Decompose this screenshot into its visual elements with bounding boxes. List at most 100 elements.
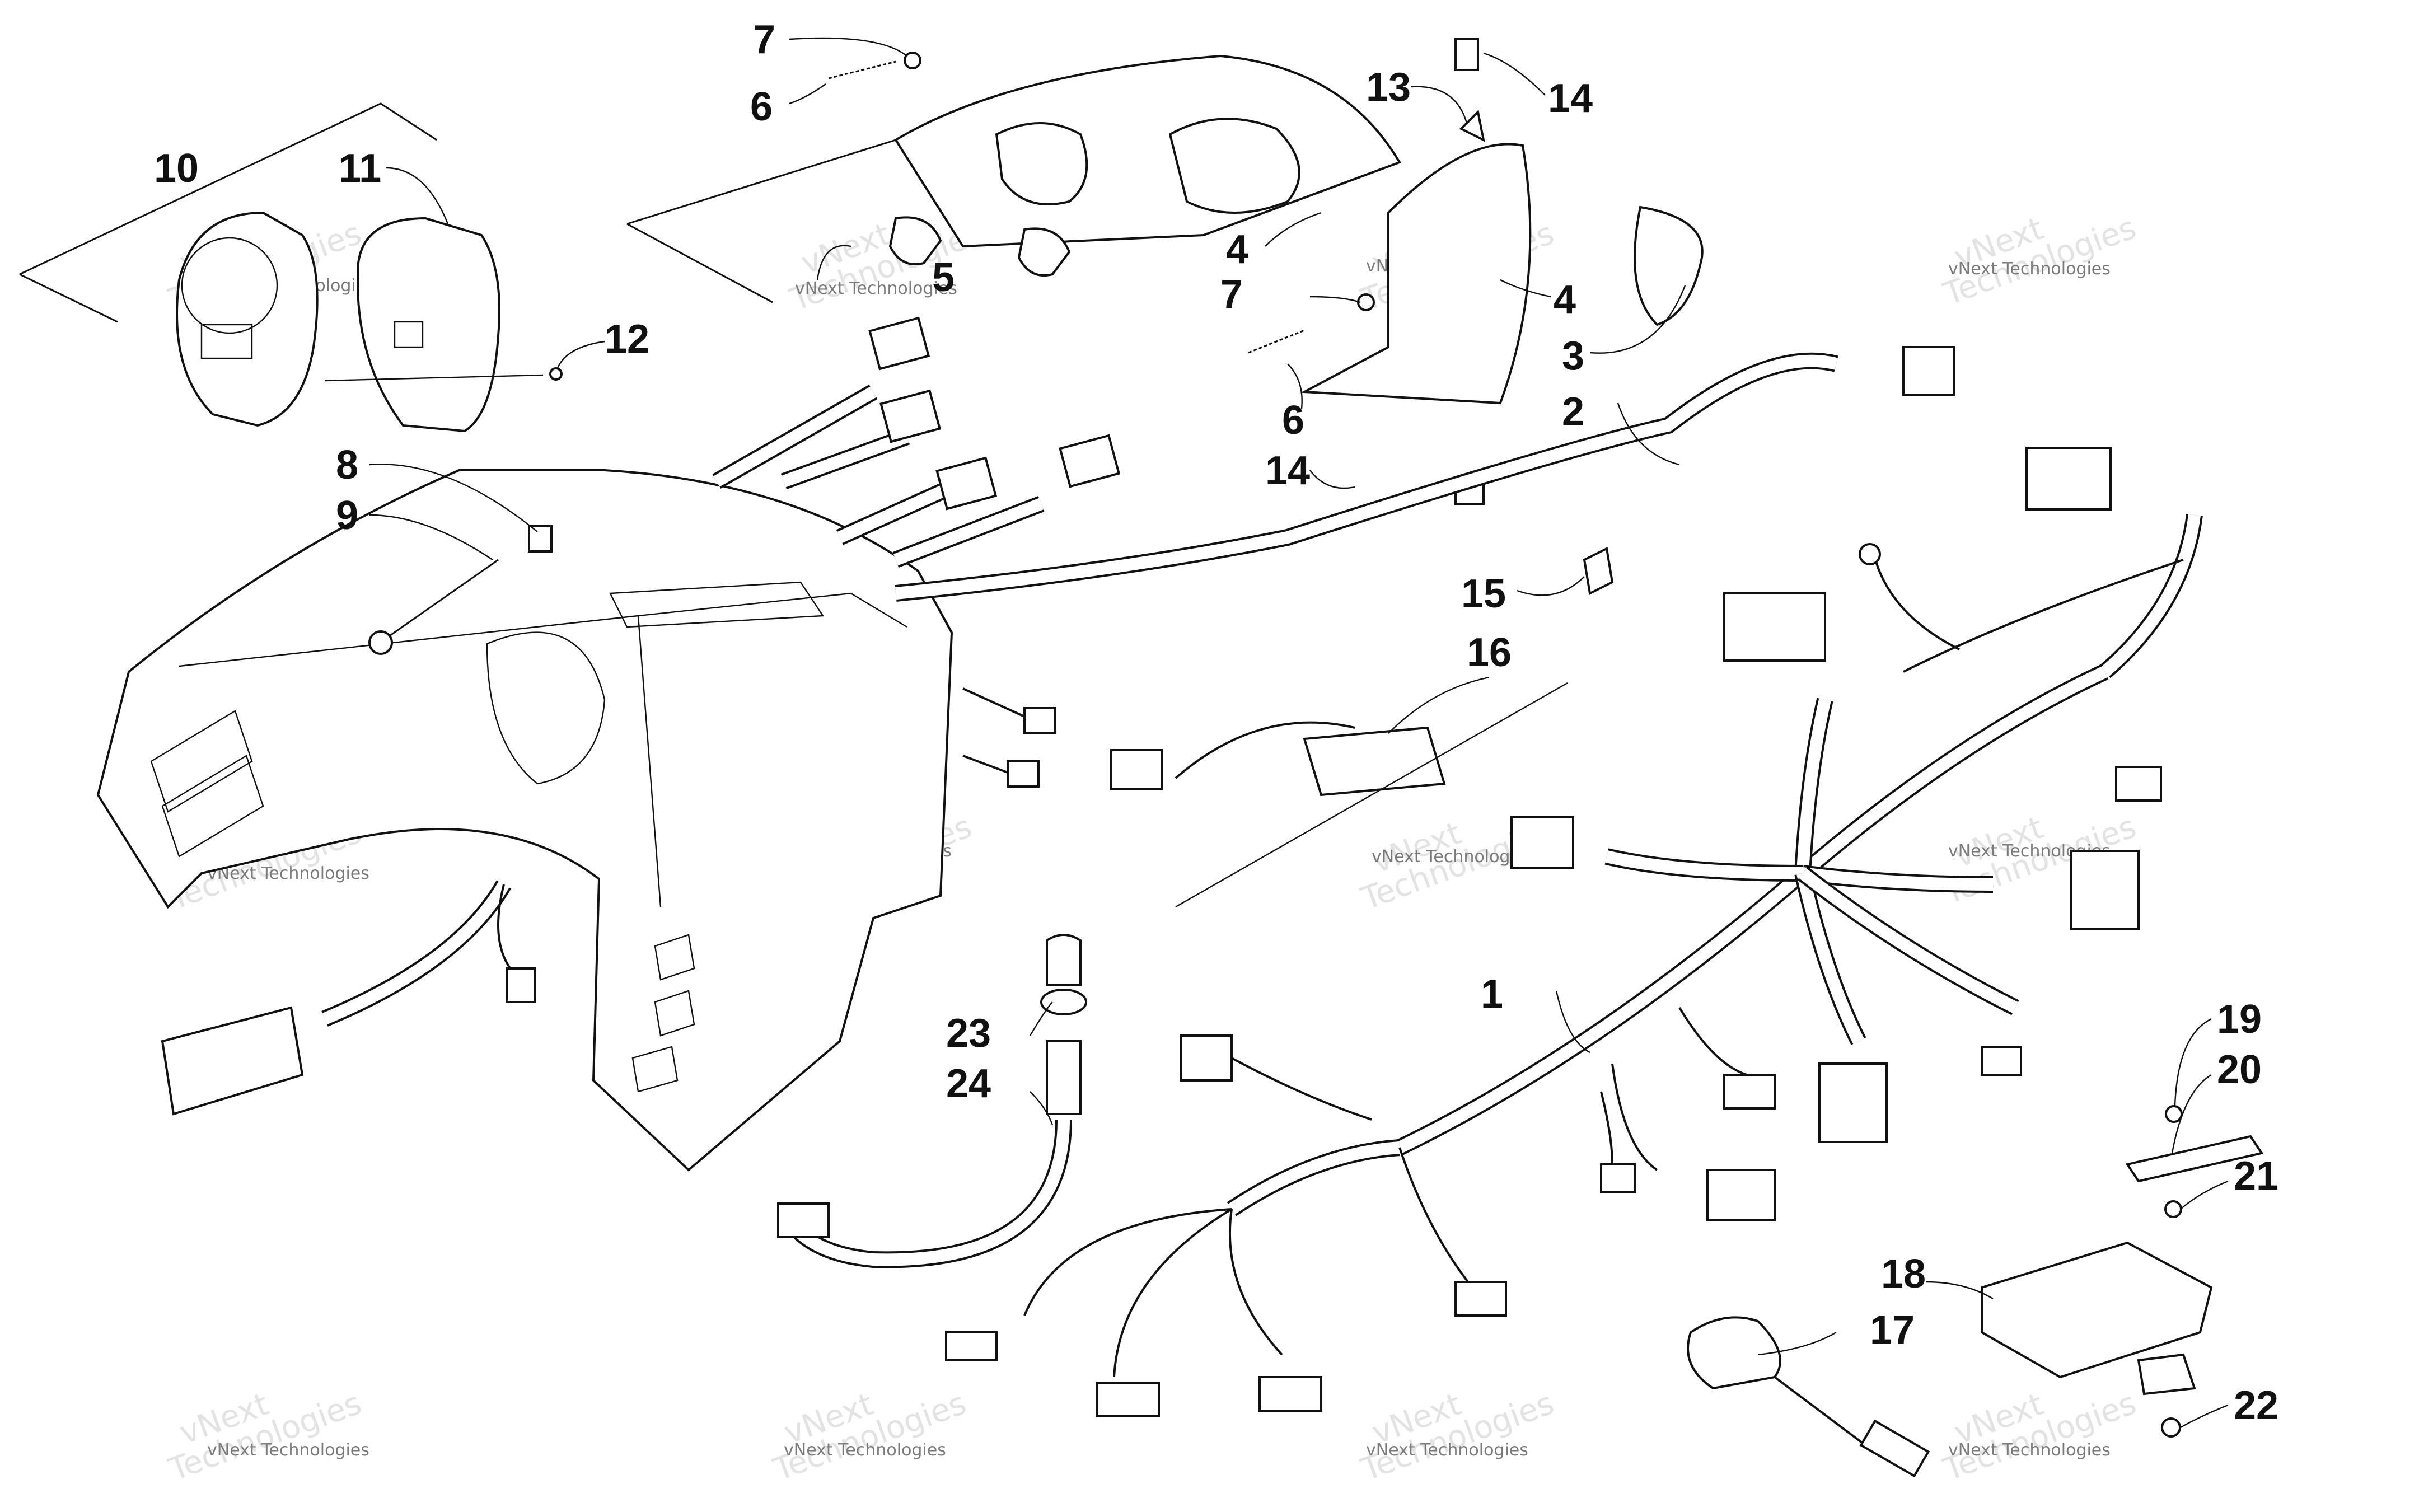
harness-1-plug-j bbox=[1600, 1163, 1636, 1193]
callout-16: 16 bbox=[1467, 630, 1512, 675]
harness-2-inner bbox=[895, 354, 1838, 600]
leader-2 bbox=[1617, 402, 1680, 466]
watermark-10: vNext Technologies bbox=[769, 1385, 971, 1488]
washer-23 bbox=[1040, 989, 1087, 1015]
leader-lines bbox=[369, 37, 2229, 1429]
harness-1-plug-k bbox=[2115, 766, 2162, 802]
callout-24: 24 bbox=[946, 1061, 991, 1106]
cowl-frame-line bbox=[626, 139, 896, 225]
leader-16 bbox=[1388, 676, 1490, 734]
leader-3 bbox=[1589, 285, 1686, 354]
callout-2: 2 bbox=[1562, 390, 1584, 434]
callout-14-upper: 14 bbox=[1548, 76, 1593, 121]
watermark-text-3: vNext Technologies bbox=[1372, 847, 1534, 867]
hood-lead-1 bbox=[962, 687, 1025, 718]
headlight-harness bbox=[712, 316, 1955, 788]
harness-1-left-lead-e bbox=[1398, 1147, 1473, 1289]
harness-1-trunk-inner bbox=[1397, 868, 1807, 1153]
divider-line bbox=[1175, 682, 1568, 908]
harness-1-plug-f bbox=[1818, 1062, 1888, 1143]
callout-15: 15 bbox=[1461, 572, 1506, 616]
key-fob-17 bbox=[1687, 1316, 1781, 1390]
callout-17: 17 bbox=[1870, 1308, 1915, 1352]
leader-6a bbox=[789, 83, 826, 105]
callout-7-lower: 7 bbox=[1220, 272, 1243, 317]
harness-1-left-lead-c bbox=[1113, 1208, 1233, 1378]
harness-1-left-branch-inner bbox=[1228, 1141, 1400, 1215]
screw-7-lower bbox=[1357, 293, 1375, 311]
callout-9: 9 bbox=[336, 493, 358, 538]
front-hood bbox=[96, 469, 953, 1172]
speedometer-gauge bbox=[176, 211, 319, 427]
cowl-frame-line-2 bbox=[626, 223, 773, 303]
callout-18: 18 bbox=[1881, 1252, 1926, 1296]
washer-21 bbox=[2164, 1200, 2182, 1218]
harness-1-branch-f-inner bbox=[1796, 872, 1864, 1044]
leader-22 bbox=[2180, 1404, 2229, 1429]
harness-1-left-plug-c bbox=[1096, 1382, 1160, 1417]
headlight-lead-3-inner bbox=[837, 481, 955, 544]
harness-1-lead-k bbox=[1903, 559, 2184, 673]
leader-23 bbox=[1029, 1001, 1053, 1036]
harness-1-left-plug-b bbox=[945, 1331, 998, 1361]
harness-1-lead-j bbox=[1600, 1091, 1613, 1165]
headlight-lead-2-inner bbox=[782, 430, 909, 488]
callout-6-lower: 6 bbox=[1282, 398, 1304, 443]
gauge-assembly bbox=[19, 102, 563, 433]
ground-ring bbox=[1859, 543, 1881, 565]
diagnostic-connector bbox=[161, 880, 536, 1116]
callout-19: 19 bbox=[2217, 997, 2262, 1042]
callout-20: 20 bbox=[2217, 1047, 2262, 1092]
headlight-plug-1 bbox=[868, 316, 930, 371]
watermark-text-10: vNext Technologies bbox=[784, 1440, 946, 1460]
leader-12 bbox=[556, 340, 605, 370]
callout-14-lower: 14 bbox=[1265, 448, 1310, 493]
key-fob-plug bbox=[1859, 1419, 1930, 1478]
callout-1: 1 bbox=[1481, 972, 1503, 1017]
leader-15 bbox=[1517, 576, 1585, 596]
gauge-mount-line bbox=[324, 374, 544, 382]
leader-14a bbox=[1483, 52, 1546, 96]
control-module-18 bbox=[1981, 1241, 2213, 1379]
key-fob-tether bbox=[1774, 1376, 1865, 1445]
harness-1-branch-c-inner bbox=[1796, 698, 1831, 874]
sensor-wire-inner bbox=[784, 1119, 1070, 1266]
harness-1-branch-a-inner bbox=[1798, 666, 2108, 878]
bolt-9-head bbox=[368, 630, 393, 655]
harness-1-plug-g bbox=[1981, 1046, 2022, 1076]
bulb-5-right bbox=[1017, 227, 1071, 277]
leader-18 bbox=[1925, 1281, 1994, 1300]
watermark-text-9: vNext Technologies bbox=[207, 1440, 369, 1460]
leader-7a bbox=[789, 37, 907, 57]
callout-labels: 1 2 3 4 4 5 6 6 7 7 8 9 10 11 12 13 14 1… bbox=[154, 17, 2278, 1428]
harness-1-left-lead-d bbox=[1228, 1209, 1283, 1356]
callout-7-upper: 7 bbox=[753, 17, 775, 62]
watermark-12: vNext Technologies bbox=[1939, 1385, 2141, 1488]
screw-7-upper bbox=[904, 52, 921, 69]
headlight-plug-2 bbox=[879, 389, 942, 443]
spring-6-lower bbox=[1248, 329, 1305, 354]
leader-13 bbox=[1410, 86, 1468, 124]
harness-1-lead-i bbox=[1611, 1063, 1658, 1171]
leader-4b bbox=[1500, 279, 1551, 298]
plate-20 bbox=[2125, 1135, 2264, 1183]
sensor-lead bbox=[777, 934, 1087, 1268]
leader-20 bbox=[2171, 1074, 2212, 1154]
harness-1-branch-b-inner bbox=[2100, 514, 2201, 677]
spring-6-upper bbox=[828, 60, 896, 79]
sensor-plug bbox=[777, 1202, 830, 1238]
headlight-shroud-left bbox=[894, 54, 1401, 248]
headlight-plug-4 bbox=[1059, 434, 1121, 488]
headlight-cowl bbox=[626, 38, 1704, 505]
nut-22 bbox=[2161, 1417, 2181, 1438]
headlight-lamp-left bbox=[995, 122, 1088, 205]
callout-6-upper: 6 bbox=[750, 85, 773, 129]
clip-14-upper bbox=[1454, 38, 1479, 71]
watermark-text-5: vNext Technologies bbox=[795, 279, 957, 298]
watermark-text-11: vNext Technologies bbox=[1366, 1440, 1528, 1460]
watermark-text-12: vNext Technologies bbox=[1948, 1440, 2111, 1460]
side-vent-1 bbox=[150, 710, 253, 813]
leader-8 bbox=[369, 464, 538, 532]
leader-19 bbox=[2174, 1018, 2212, 1106]
